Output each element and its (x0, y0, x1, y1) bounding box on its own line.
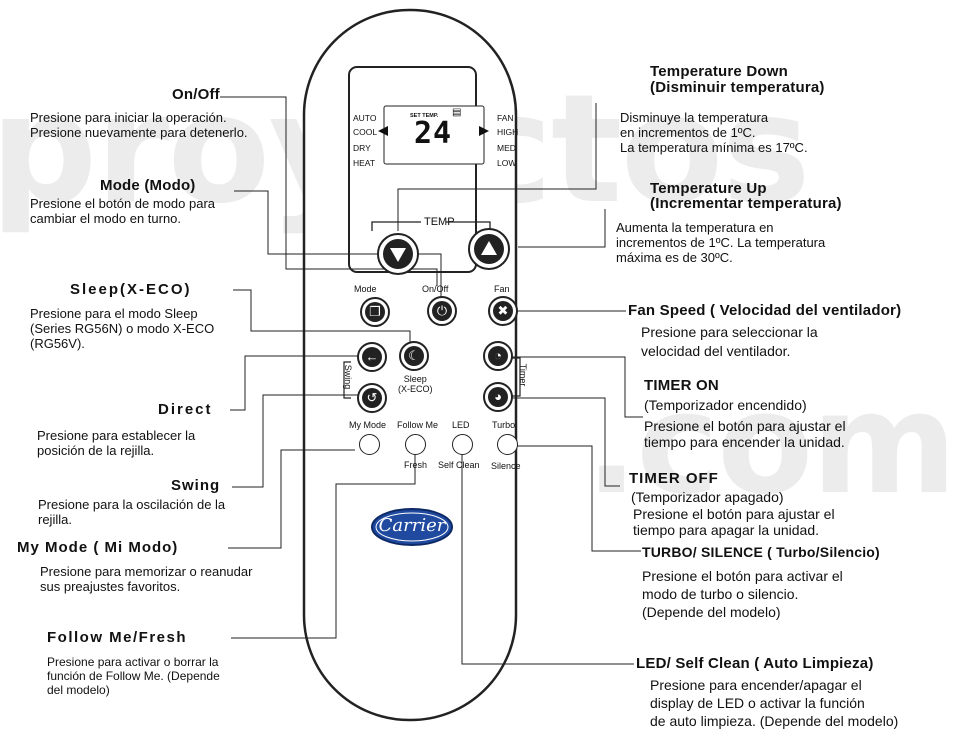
lcd-signal-icon: ▤ (452, 107, 462, 118)
annotation-my-mode-title: My Mode ( Mi Modo) (17, 539, 179, 556)
temp-up-button[interactable] (468, 228, 510, 270)
watermark-text: .com (585, 363, 957, 526)
direct-arrow-icon: ← (362, 347, 382, 367)
annotation-temp-up-desc: Aumenta la temperatura en incrementos de… (616, 220, 826, 265)
fresh-label: Fresh (404, 460, 428, 470)
turbo-button[interactable] (497, 434, 518, 455)
lcd-mode-heat: HEAT (353, 158, 376, 168)
annotation-sleep-title: Sleep(X-ECO) (70, 281, 192, 298)
annotation-mode-title: Mode (Modo) (100, 177, 196, 194)
sleep-label: Sleep (X-ECO) (398, 374, 433, 394)
on-off-label: On/Off (422, 284, 449, 294)
clock-off-icon: ◕ (488, 387, 508, 407)
annotation-on-off-desc: Presione para iniciar la operación. Pres… (30, 110, 248, 140)
annotation-direct-title: Direct (158, 401, 213, 418)
lcd-mode-auto: AUTO (353, 113, 377, 123)
annotation-on-off-title: On/Off (172, 86, 220, 103)
mode-button[interactable]: ❐ (360, 297, 390, 327)
annotation-led-desc: Presione para encender/apagar el display… (650, 677, 899, 729)
led-button[interactable] (452, 434, 473, 455)
fan-button[interactable]: ✖ (488, 296, 518, 326)
annotation-direct-desc: Presione para establecer la posición de … (37, 428, 196, 458)
annotation-temp-up-title: Temperature Up (Incrementar temperatura) (650, 180, 842, 212)
mode-icon: ❐ (365, 302, 385, 322)
self-clean-label: Self Clean (438, 460, 480, 470)
annotation-timer-off-desc: Presione el botón para ajustar el tiempo… (633, 506, 835, 538)
annotation-turbo-title: TURBO/ SILENCE ( Turbo/Silencio) (642, 544, 880, 560)
silence-label: Silence (491, 461, 521, 471)
fan-label: Fan (494, 284, 510, 294)
timer-bracket-label: Timer (518, 363, 528, 387)
lcd-fan-low: LOW (497, 158, 517, 168)
carrier-brand-text: Carrier (378, 515, 446, 536)
annotation-timer-off-title: TIMER OFF (629, 470, 719, 487)
swing-icon: ↺ (362, 388, 382, 408)
my-mode-button[interactable] (359, 434, 380, 455)
lcd-fan-med: MED (497, 143, 516, 153)
carrier-logo (371, 508, 453, 546)
temp-bracket-label: TEMP (424, 216, 455, 228)
power-icon: ⏻ (432, 301, 452, 321)
annotation-led-title: LED/ Self Clean ( Auto Limpieza) (636, 655, 874, 672)
annotation-timer-on-desc: Presione el botón para ajustar el tiempo… (644, 418, 846, 450)
sleep-button[interactable]: ☾ (399, 341, 429, 371)
lcd-mode-cool: COOL (353, 127, 378, 137)
follow-me-button[interactable] (405, 434, 426, 455)
swing-button[interactable]: ↺ (357, 383, 387, 413)
annotation-timer-on-sub: (Temporizador encendido) (644, 397, 807, 413)
my-mode-label: My Mode (349, 420, 387, 430)
annotation-fan-speed-title: Fan Speed ( Velocidad del ventilador) (628, 302, 902, 319)
lcd-set-temp-label: SET TEMP. (410, 113, 439, 119)
timer-on-button[interactable]: ◔ (483, 341, 513, 371)
annotation-temp-down-desc: Disminuye la temperatura en incrementos … (620, 110, 808, 155)
clock-on-icon: ◔ (488, 346, 508, 366)
annotation-my-mode-desc: Presione para memorizar o reanudar sus p… (40, 564, 253, 594)
lcd-display (383, 105, 485, 165)
direct-button[interactable]: ← (357, 342, 387, 372)
turbo-label: Turbo (492, 420, 516, 430)
follow-me-label: Follow Me (397, 420, 439, 430)
lcd-temperature: 24 (414, 116, 453, 151)
annotation-sleep-desc: Presione para el modo Sleep (Series RG56… (30, 306, 215, 351)
annotation-swing-title: Swing (171, 477, 221, 494)
annotation-timer-on-title: TIMER ON (644, 377, 719, 394)
lcd-fan-high: HIGH (497, 127, 519, 137)
sleep-moon-icon: ☾ (404, 346, 424, 366)
annotation-timer-off-sub: (Temporizador apagado) (631, 489, 784, 505)
annotation-mode-desc: Presione el botón de modo para cambiar e… (30, 196, 216, 226)
mode-label: Mode (354, 284, 377, 294)
lcd-fan-label: FAN (497, 113, 514, 123)
annotation-follow-me-title: Follow Me/Fresh (47, 629, 188, 646)
annotation-temp-down-title: Temperature Down (Disminuir temperatura) (650, 63, 825, 96)
lcd-mode-dry: DRY (353, 143, 371, 153)
led-label: LED (452, 420, 470, 430)
on-off-button[interactable]: ⏻ (427, 296, 457, 326)
annotation-follow-me-desc: Presione para activar o borrar la funció… (47, 655, 220, 697)
annotation-fan-speed-desc: Presione para seleccionar la velocidad d… (641, 324, 818, 359)
fan-icon: ✖ (493, 301, 513, 321)
temp-down-button[interactable] (377, 233, 419, 275)
annotation-turbo-desc: Presione el botón para activar el modo d… (642, 568, 843, 620)
swing-bracket-label: Swing (343, 364, 353, 390)
annotation-swing-desc: Presione para la oscilación de la rejill… (38, 497, 226, 527)
timer-off-button[interactable]: ◕ (483, 382, 513, 412)
